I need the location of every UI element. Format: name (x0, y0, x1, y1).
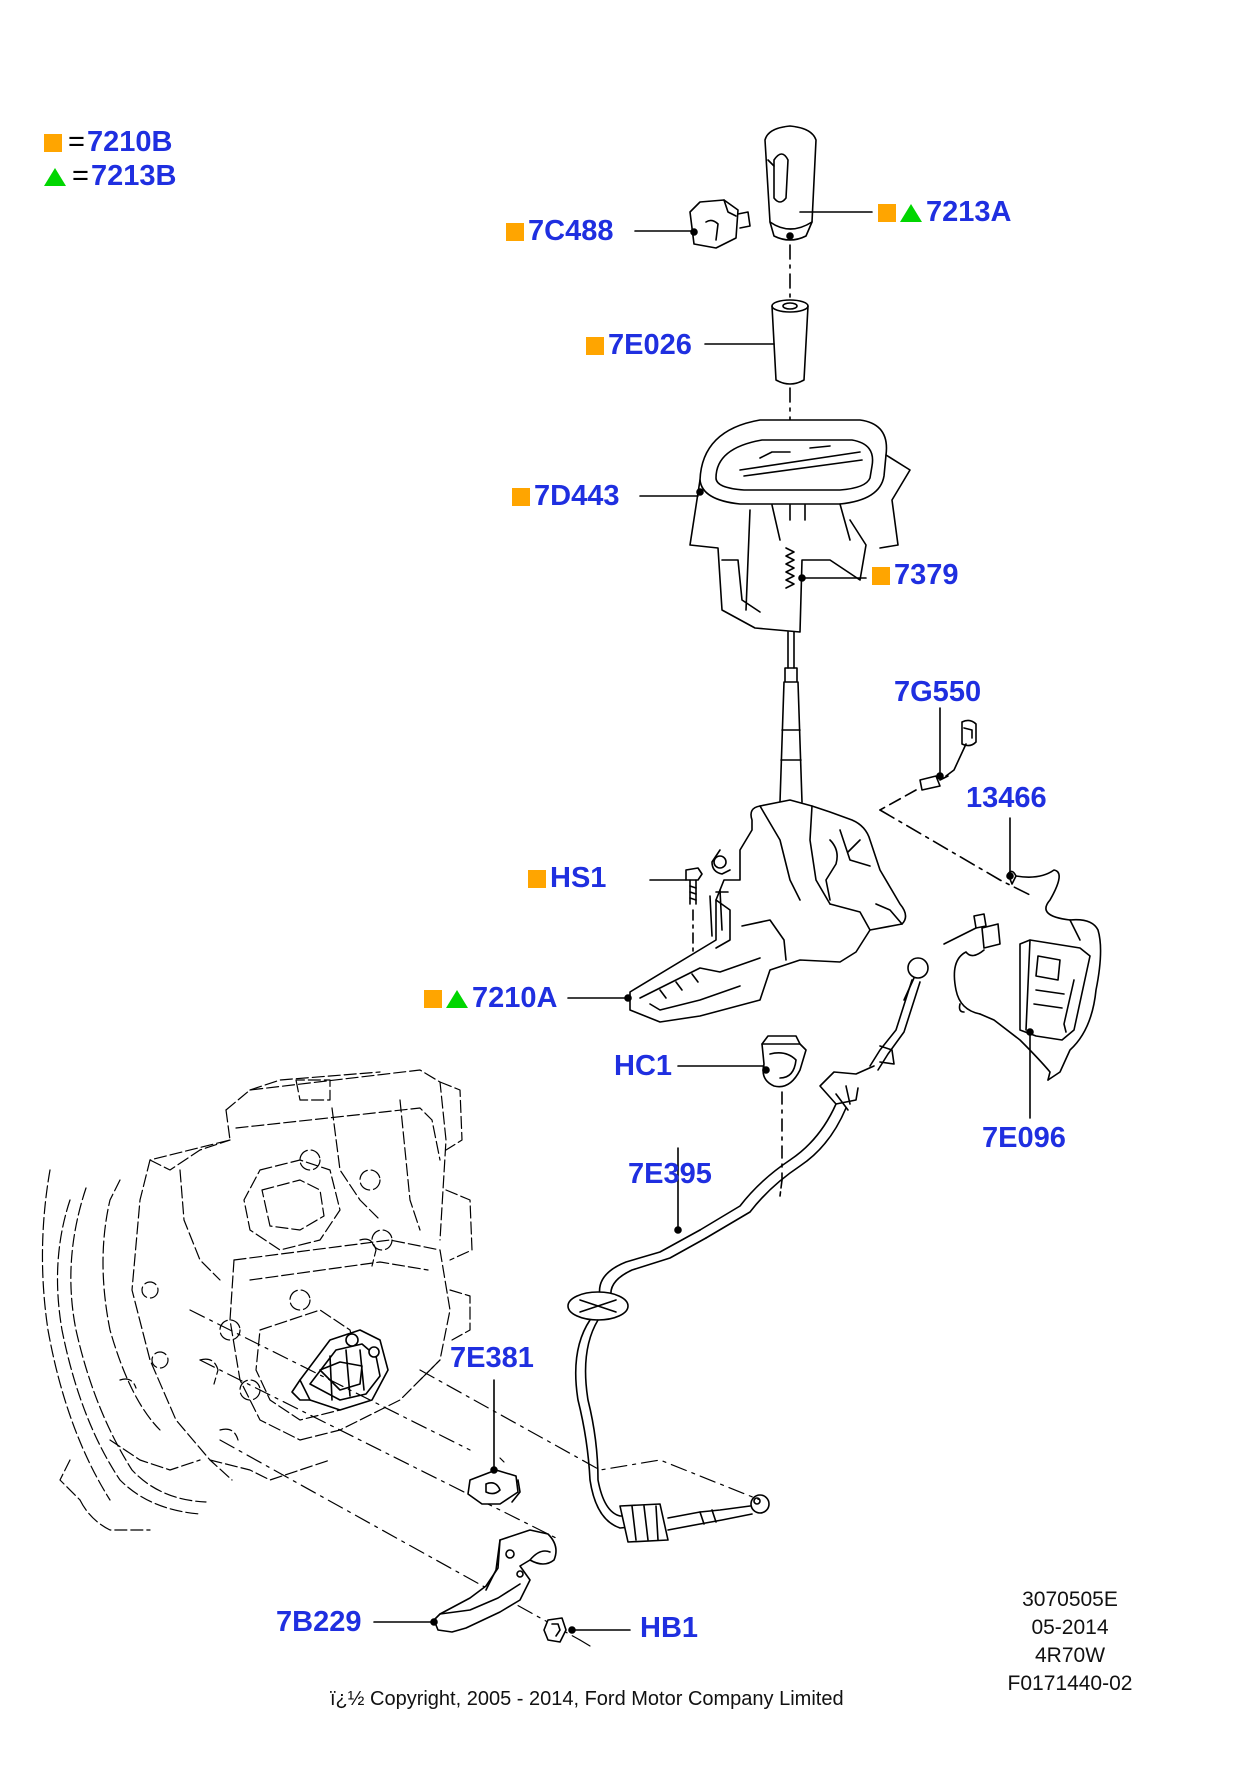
square-marker-icon (528, 870, 546, 889)
part-label-7G550[interactable]: 7G550 (894, 676, 981, 708)
shift-knob (764, 125, 817, 241)
part-label-HS1[interactable]: HS1 (528, 862, 606, 894)
part-label-HC1[interactable]: HC1 (614, 1050, 672, 1082)
part-id: 7E395 (628, 1158, 712, 1190)
diagram-meta: 3070505E 05-2014 4R70W F0171440-02 (980, 1586, 1160, 1698)
part-id: 13466 (966, 782, 1047, 814)
bolt-hb1 (543, 1617, 576, 1643)
part-id: 7C488 (528, 215, 614, 247)
part-label-HB1[interactable]: HB1 (640, 1612, 698, 1644)
square-marker-icon (878, 204, 896, 223)
part-label-7210A[interactable]: 7210A (424, 982, 557, 1014)
part-id: 7E381 (450, 1342, 534, 1374)
leader-lines (373, 211, 1031, 1631)
sensor-connector (879, 719, 977, 811)
cable-clip (761, 1035, 807, 1197)
part-id: 7E096 (982, 1122, 1066, 1154)
square-marker-icon (424, 990, 442, 1009)
part-id: HS1 (550, 862, 607, 894)
part-label-7379[interactable]: 7379 (872, 559, 959, 591)
square-marker-icon (44, 134, 62, 153)
shifter-base (624, 799, 907, 1023)
square-marker-icon (872, 567, 890, 586)
manual-lever (430, 1529, 557, 1633)
part-label-7213A[interactable]: 7213A (878, 196, 1011, 228)
triangle-marker-icon (44, 168, 66, 187)
meta-line-1: 3070505E (1022, 1588, 1118, 1611)
part-id: 7B229 (276, 1606, 362, 1638)
part-label-7E381[interactable]: 7E381 (450, 1342, 534, 1374)
assembly-lines (189, 1309, 761, 1647)
copyright-text: ï¿½ Copyright, 2005 - 2014, Ford Motor C… (330, 1688, 844, 1710)
part-label-7C488[interactable]: 7C488 (506, 215, 613, 247)
part-label-7D443[interactable]: 7D443 (512, 480, 619, 512)
part-label-7B229[interactable]: 7B229 (276, 1606, 361, 1638)
part-id: 7210A (472, 982, 558, 1014)
shift-button (689, 199, 751, 249)
part-id: HC1 (614, 1050, 673, 1082)
triangle-marker-icon (900, 204, 922, 223)
triangle-marker-icon (446, 990, 468, 1009)
equals-sign: = (68, 126, 85, 158)
part-id: 7379 (894, 559, 959, 591)
part-id: 7G550 (894, 676, 982, 708)
legend-code: 7213B (90, 160, 177, 192)
part-label-13466[interactable]: 13466 (966, 782, 1047, 814)
shift-cable (567, 957, 929, 1543)
part-id: HB1 (640, 1612, 699, 1644)
retaining-clip (467, 1466, 521, 1505)
wiring-harness (879, 809, 1102, 1081)
console-bezel (689, 419, 911, 633)
legend-row-1: =7210B (44, 126, 172, 158)
equals-sign: = (72, 160, 89, 192)
part-label-7E096[interactable]: 7E096 (982, 1122, 1066, 1154)
square-marker-icon (586, 337, 604, 356)
bolt-hs1 (685, 867, 703, 955)
shift-lever (779, 631, 803, 803)
part-id: 7213A (926, 196, 1012, 228)
legend-code: 7210B (86, 126, 173, 158)
square-marker-icon (512, 488, 530, 507)
part-label-7E395[interactable]: 7E395 (628, 1158, 712, 1190)
part-id: 7E026 (608, 329, 692, 361)
part-label-7E026[interactable]: 7E026 (586, 329, 692, 361)
legend-row-2: =7213B (44, 160, 176, 192)
meta-line-3: 4R70W (1034, 1644, 1106, 1667)
meta-line-2: 05-2014 (1031, 1616, 1109, 1639)
meta-line-4: F0171440-02 (1007, 1672, 1133, 1695)
transmission (41, 1069, 473, 1531)
square-marker-icon (506, 223, 524, 242)
sleeve (771, 299, 809, 385)
part-id: 7D443 (534, 480, 620, 512)
